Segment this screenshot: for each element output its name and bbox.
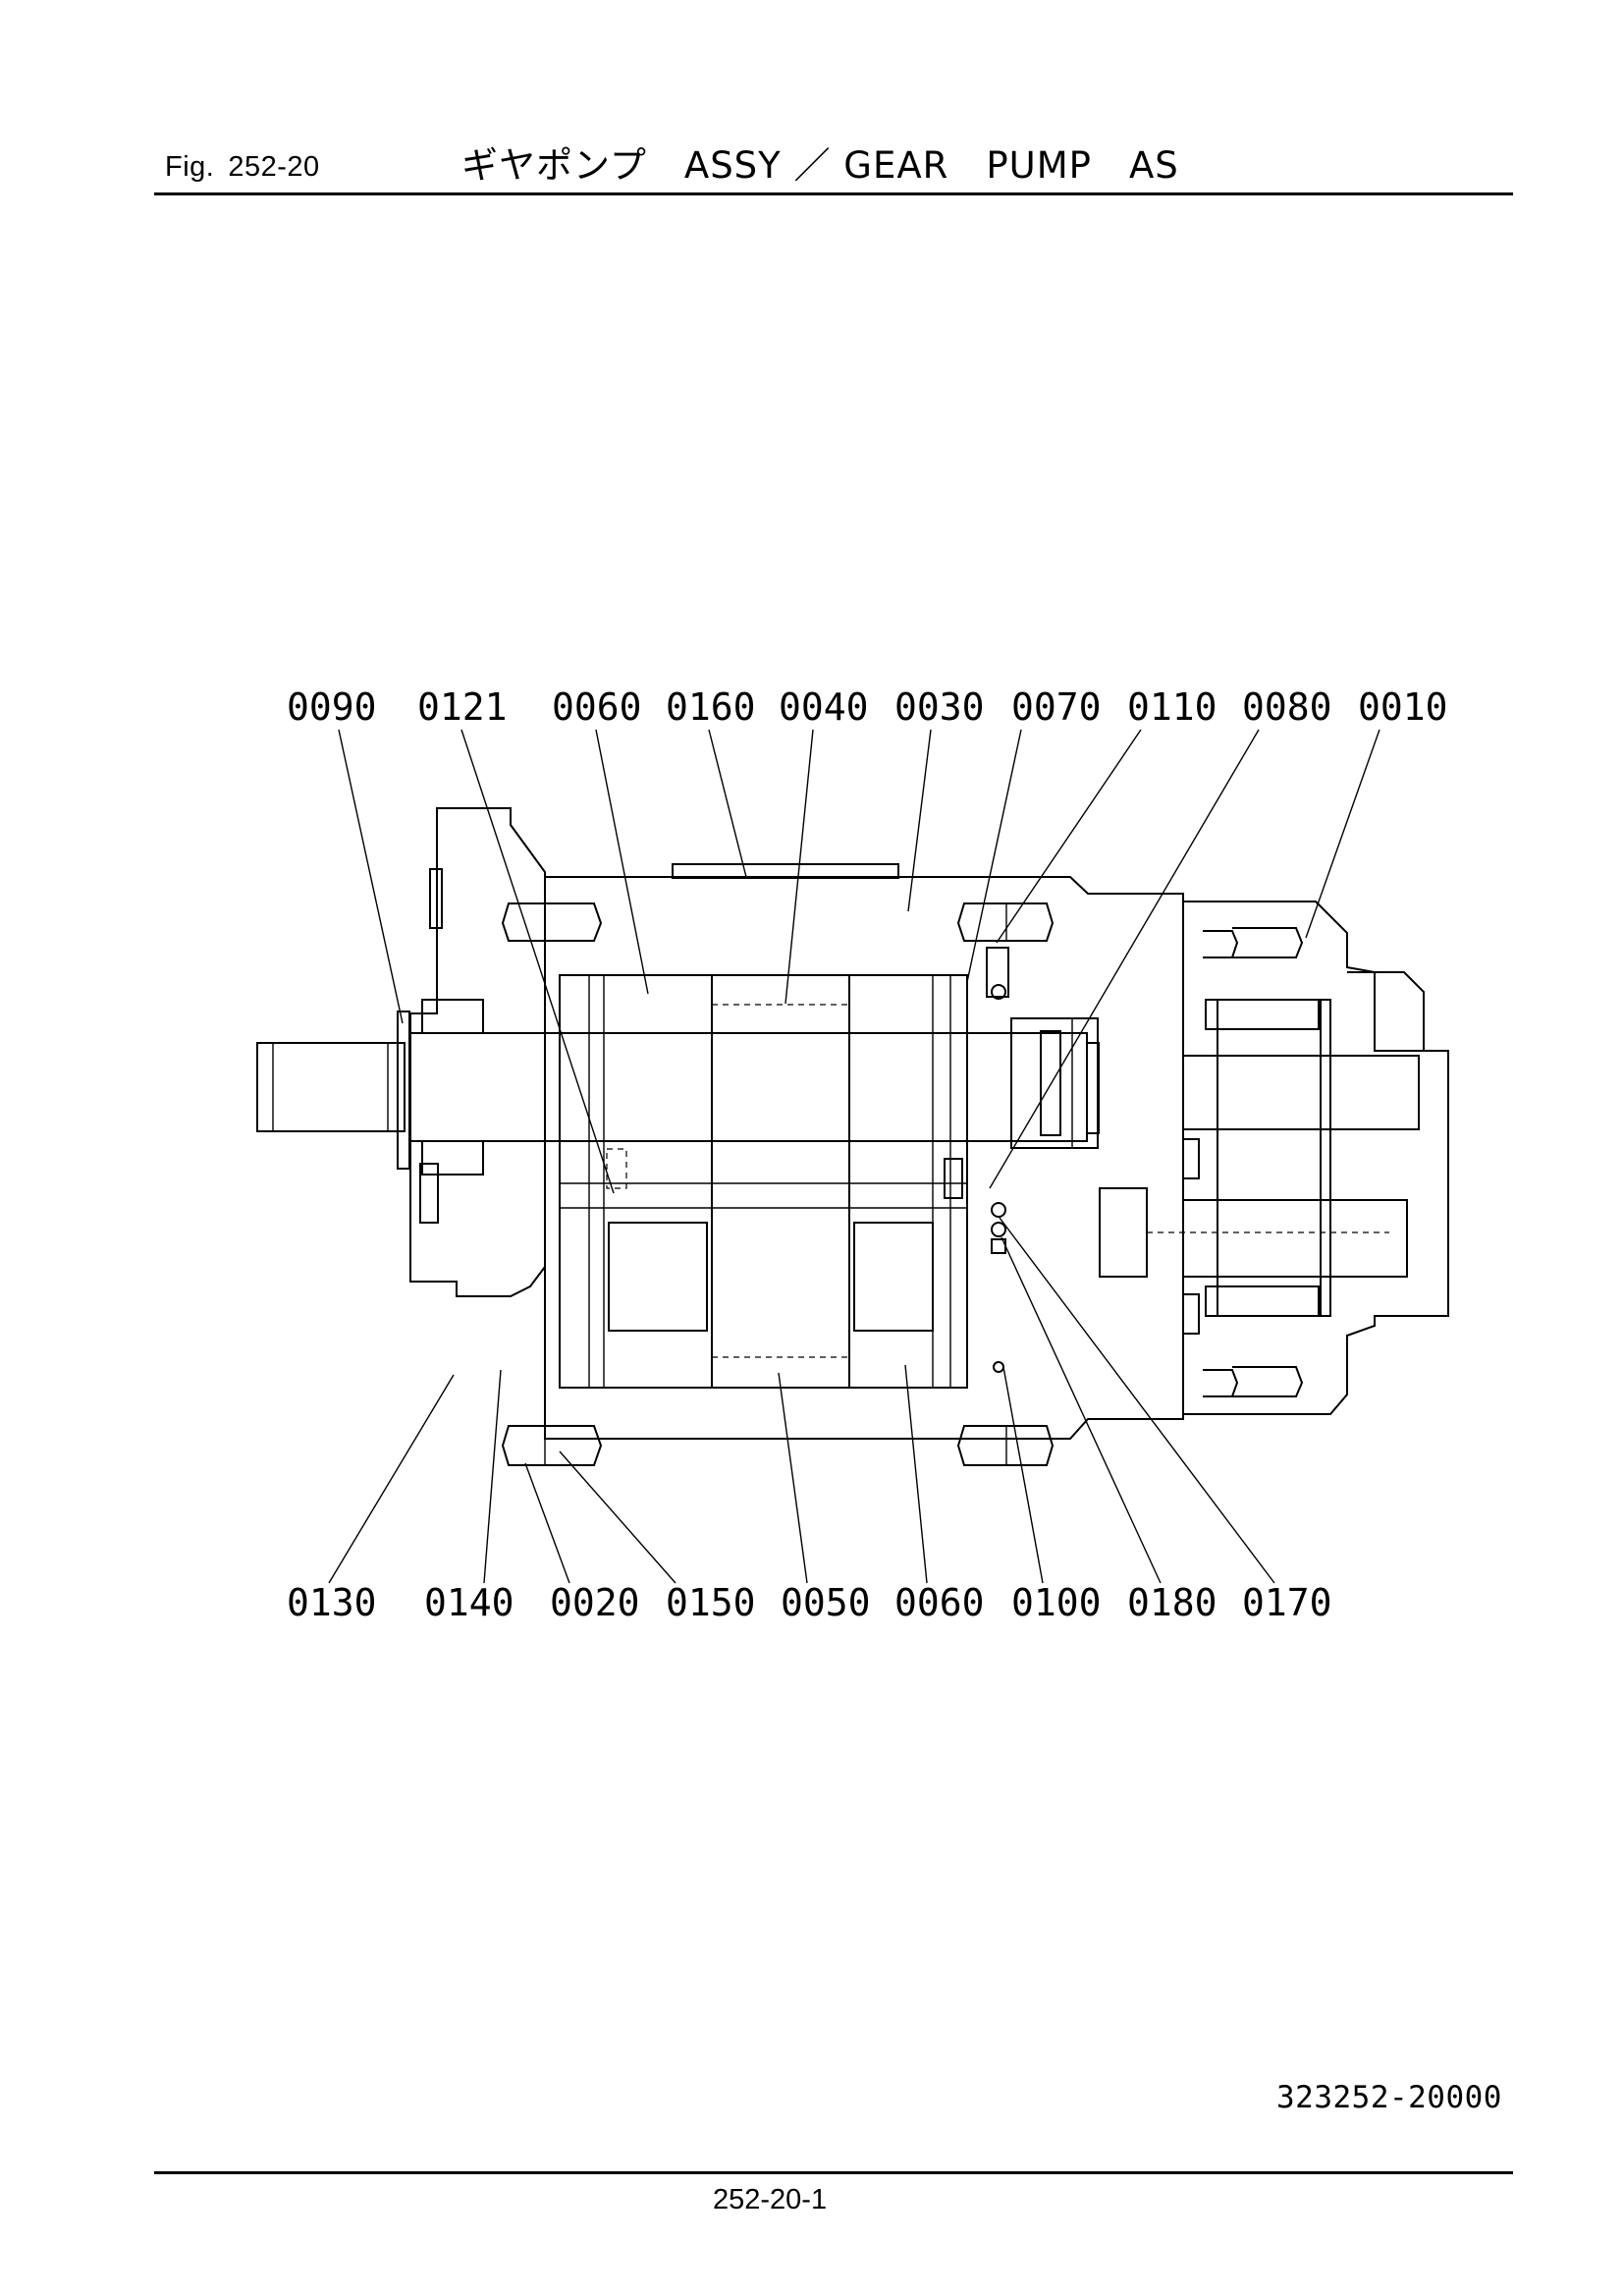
footer-rule — [154, 2171, 1513, 2174]
callout-label: 0020 — [550, 1581, 640, 1624]
callout-label: 0140 — [424, 1581, 514, 1624]
callout-label: 0180 — [1127, 1581, 1217, 1624]
callout-label: 0060 — [552, 685, 642, 729]
page-title: ギヤポンプ ASSY ／ GEAR PUMP AS — [461, 144, 1179, 187]
callout-label: 0080 — [1242, 685, 1332, 729]
drawing-number: 323252-20000 — [1276, 2080, 1502, 2115]
callout-label: 0160 — [666, 685, 756, 729]
figure-number: 252-20 — [228, 151, 320, 183]
callout-label: 0030 — [894, 685, 985, 729]
callout-label: 0070 — [1011, 685, 1102, 729]
callout-label: 0040 — [779, 685, 869, 729]
callout-label: 0150 — [666, 1581, 756, 1624]
callout-label: 0010 — [1358, 685, 1448, 729]
callout-label: 0130 — [287, 1581, 377, 1624]
callout-label: 0060 — [894, 1581, 985, 1624]
callout-label: 0170 — [1242, 1581, 1332, 1624]
callout-label: 0090 — [287, 685, 377, 729]
figure-prefix: Fig. — [165, 151, 215, 183]
leader-lines — [328, 729, 1380, 1584]
top-callout-labels: 0090 0121 0060 0160 0040 0030 0070 0110 … — [287, 685, 1448, 729]
callout-label: 0110 — [1127, 685, 1217, 729]
pump-cross-section — [256, 807, 1449, 1466]
callout-label: 0050 — [781, 1581, 871, 1624]
bottom-callout-labels: 0130 0140 0020 0150 0050 0060 0100 0180 … — [287, 1581, 1332, 1624]
header-rule — [154, 192, 1513, 195]
callout-label: 0121 — [417, 685, 508, 729]
callout-label: 0100 — [1011, 1581, 1102, 1624]
page-number: 252-20-1 — [713, 2184, 828, 2215]
figure-label: Fig. 252-20 — [165, 151, 334, 184]
